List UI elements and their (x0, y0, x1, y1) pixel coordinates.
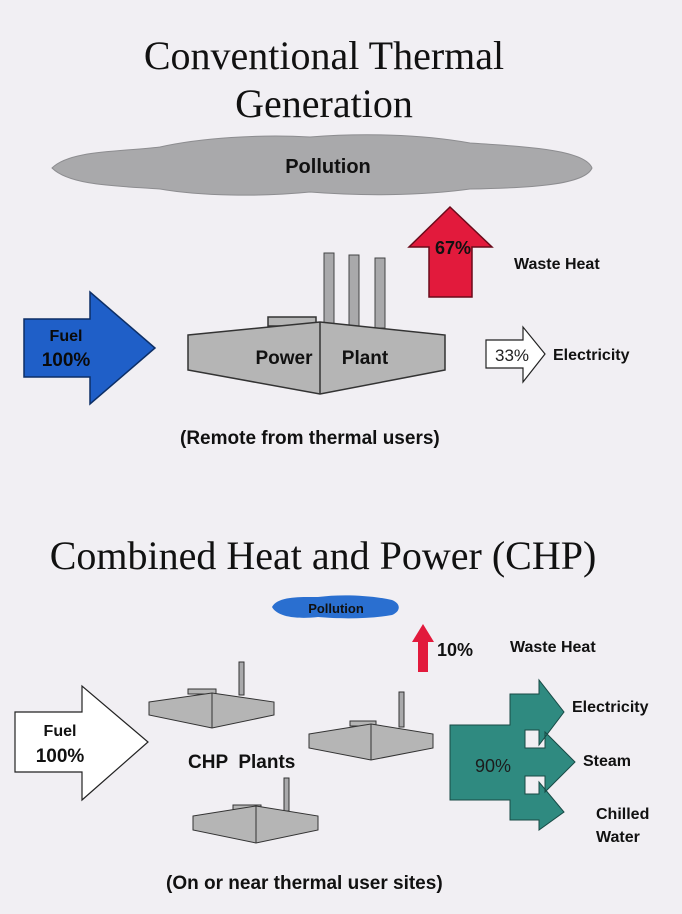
fuel-arrow (23, 290, 157, 406)
chp-output-arrow (449, 678, 576, 831)
chp-waste-arrow (412, 624, 434, 672)
fuel-percent: 100% (42, 350, 91, 371)
conventional-title-line1: Conventional Thermal (143, 33, 505, 78)
smokestacks (323, 252, 386, 329)
chp-output-electricity: Electricity (572, 699, 649, 716)
pollution-cloud (51, 134, 593, 196)
chp-waste-heat-label: Waste Heat (510, 639, 596, 656)
electricity-percent: 33% (495, 346, 529, 365)
chp-output-chilled: Chilled (596, 806, 650, 823)
electricity-label: Electricity (553, 347, 630, 364)
chp-plant-1 (148, 661, 275, 729)
conventional-title-line2: Generation (235, 81, 413, 126)
waste-heat-percent: 67% (435, 238, 471, 258)
conventional-caption: (Remote from thermal users) (180, 428, 440, 449)
chp-pollution-label: Pollution (308, 601, 364, 616)
chp-waste-percent: 10% (437, 640, 474, 660)
chp-title: Combined Heat and Power (CHP) (49, 533, 597, 578)
pollution-label: Pollution (285, 156, 371, 178)
chp-output-percent: 90% (475, 756, 511, 776)
chp-fuel-percent: 100% (36, 746, 85, 767)
plant-label-power: Power (255, 348, 313, 369)
chp-plants-label: CHP Plants (188, 752, 296, 773)
waste-heat-arrow (407, 205, 494, 298)
chp-plant-3 (192, 777, 319, 844)
chp-pollution-cloud (272, 595, 399, 619)
plant-label-plant: Plant (342, 348, 389, 369)
chp-output-water: Water (596, 829, 640, 846)
chp-caption: (On or near thermal user sites) (166, 873, 443, 894)
chp-output-steam: Steam (583, 753, 632, 770)
waste-heat-label: Waste Heat (514, 256, 600, 273)
power-plant (187, 316, 446, 395)
chp-plant-2 (308, 691, 434, 761)
chp-fuel-label: Fuel (44, 723, 77, 740)
fuel-label: Fuel (50, 328, 83, 345)
chp-fuel-arrow (14, 684, 149, 802)
electricity-arrow (485, 325, 546, 384)
